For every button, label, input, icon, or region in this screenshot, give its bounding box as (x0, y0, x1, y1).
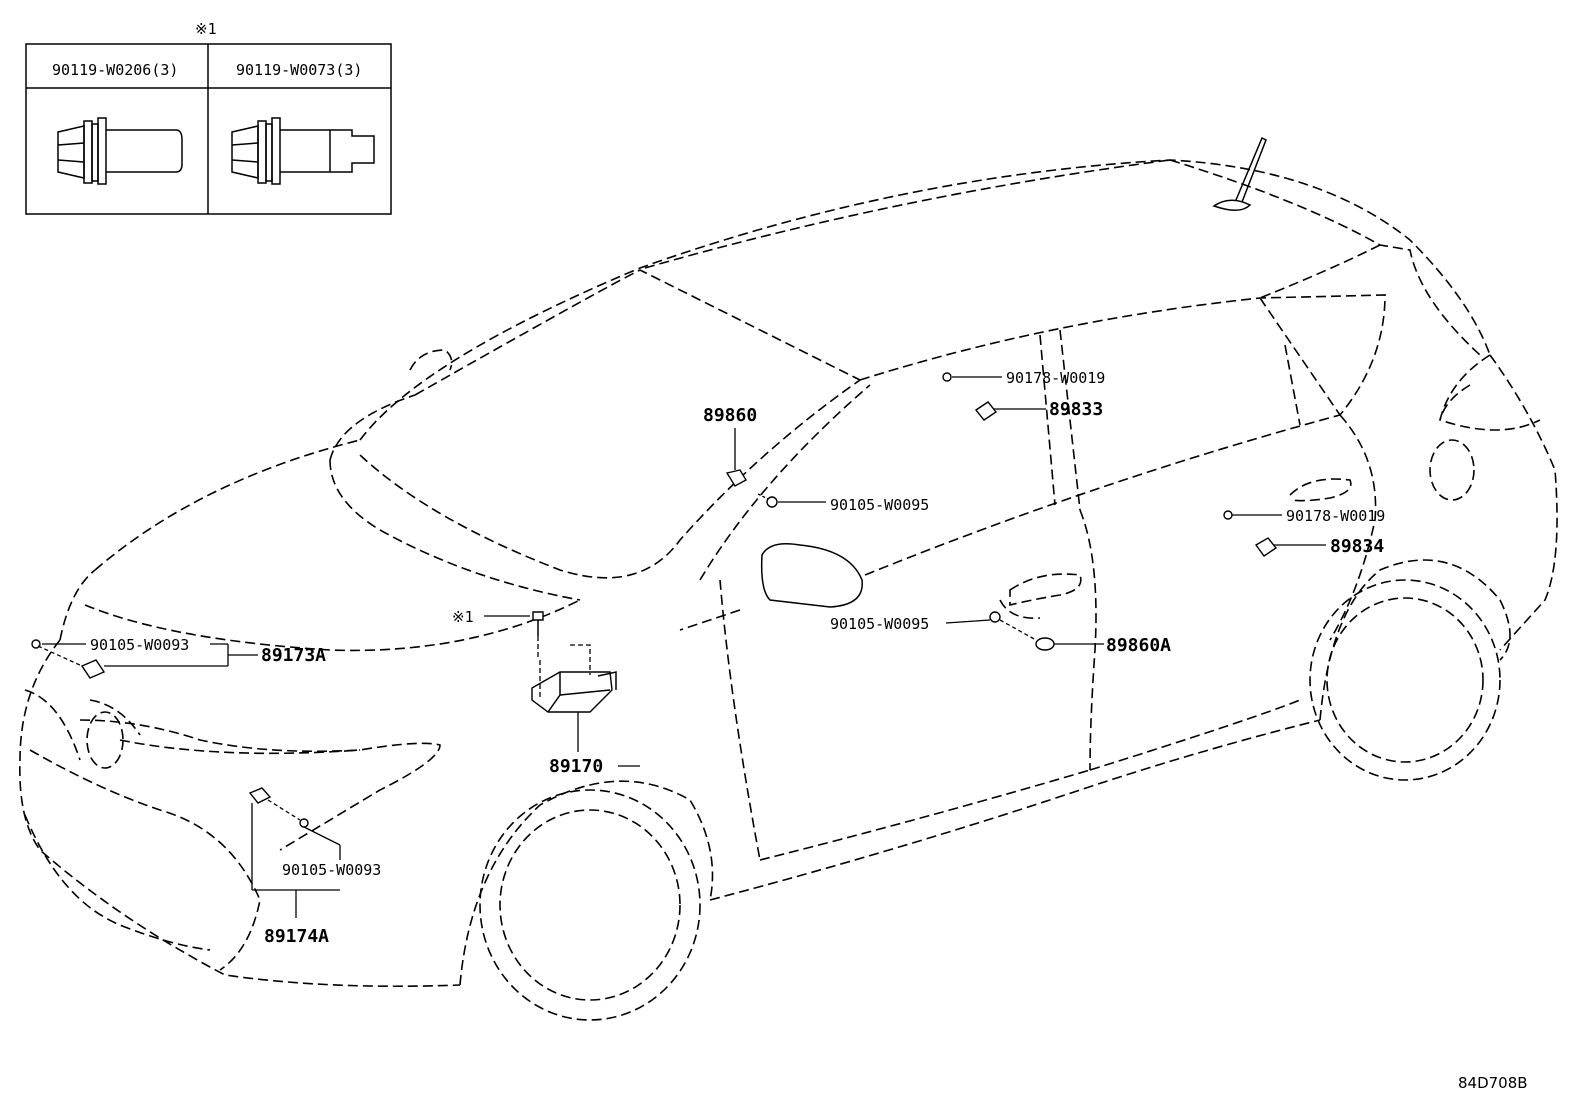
inset-part-number-1: 90119-W0206(3) (52, 61, 178, 79)
inset-mark: ※1 (195, 20, 217, 38)
label-89860A: 89860A (1106, 635, 1171, 656)
car-outline-icon (19, 136, 1558, 1021)
airbag-sensor-icon (1254, 537, 1278, 557)
label-89173A: 89173A (261, 645, 326, 666)
nut-icon (1223, 510, 1233, 520)
label-89860: 89860 (703, 405, 757, 426)
diagram-code: 84D708B (1458, 1074, 1528, 1092)
inset-part-number-2: 90119-W0073(3) (236, 61, 362, 79)
airbag-sensor-icon (248, 787, 272, 804)
label-89174A: 89174A (264, 926, 329, 947)
bolt-icon (31, 639, 83, 667)
label-90105-w0095-upper: 90105-W0095 (830, 496, 929, 514)
callout-labels: 89860 90105-W0095 90178-W0019 89833 9017… (90, 369, 1528, 1092)
label-mark-1: ※1 (452, 608, 474, 626)
bolt-icon (757, 493, 778, 508)
bolt-icon (532, 611, 544, 660)
label-89833: 89833 (1049, 399, 1103, 420)
bolt-inset-table: ※1 90119-W0206(3) 90119-W0073(3) (25, 20, 392, 215)
leader-lines (42, 376, 1326, 918)
airbag-sensor-icon (974, 401, 998, 421)
airbag-sensor-icon (80, 659, 106, 679)
bolt-icon (267, 799, 309, 828)
label-90178-w0019-front: 90178-W0019 (1006, 369, 1105, 387)
label-90105-w0093-left: 90105-W0093 (90, 636, 189, 654)
airbag-sensor-icon (725, 469, 747, 487)
hex-flange-bolt-icon (57, 117, 183, 185)
label-89170: 89170 (549, 756, 603, 777)
label-90105-w0095-door: 90105-W0095 (830, 615, 929, 633)
airbag-sensor-icon (531, 644, 617, 713)
label-89834: 89834 (1330, 536, 1384, 557)
bolt-icon (989, 611, 1001, 623)
nut-icon (942, 372, 952, 382)
label-90105-w0093-lower: 90105-W0093 (282, 861, 381, 879)
airbag-sensor-icon (999, 619, 1055, 651)
hex-flange-stud-bolt-icon (231, 117, 375, 185)
sensor-parts (31, 372, 1278, 828)
label-90178-w0019-rear: 90178-W0019 (1286, 507, 1385, 525)
